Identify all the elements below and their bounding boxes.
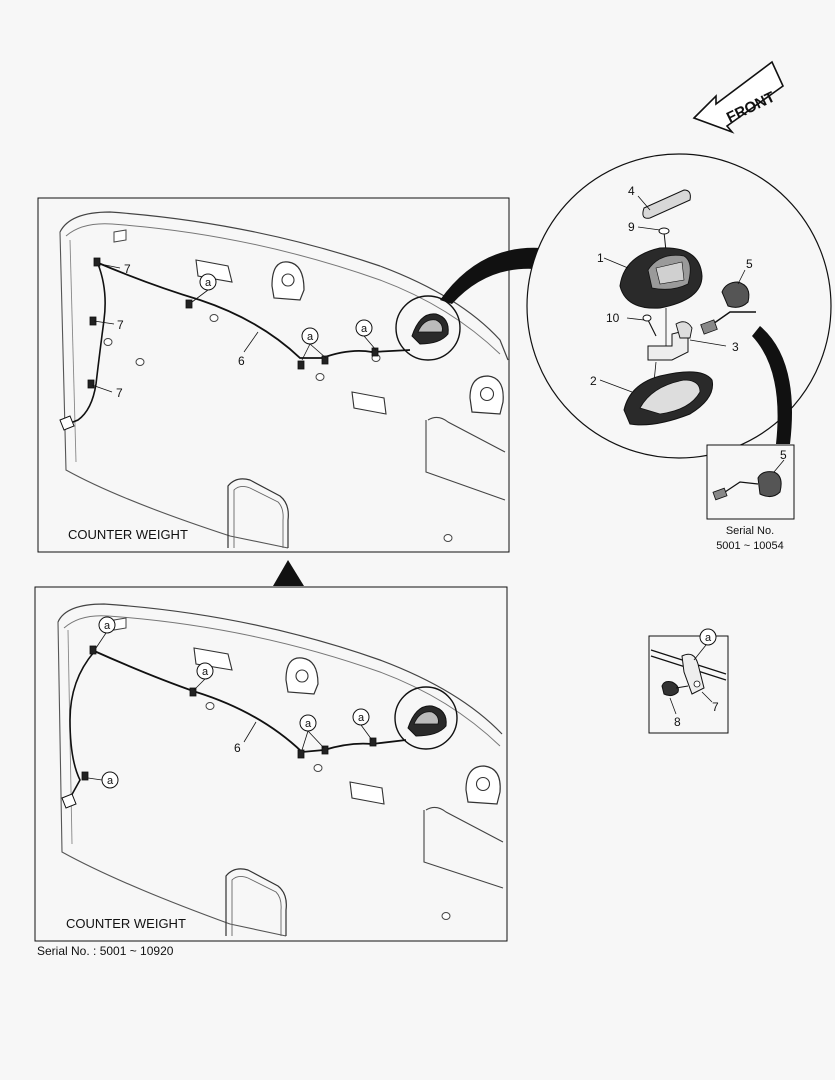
serial-inset-box: 5 — [706, 444, 795, 520]
upper-panel-title: COUNTER WEIGHT — [68, 527, 188, 542]
ref-a-lower-4: a — [352, 708, 370, 726]
lower-panel-title: COUNTER WEIGHT — [66, 916, 186, 931]
svg-text:a: a — [361, 323, 368, 335]
svg-text:a: a — [205, 277, 212, 289]
part-3-label: 3 — [732, 340, 739, 354]
callout-7-mid: 7 — [117, 318, 124, 332]
callout-7-top: 7 — [124, 262, 131, 276]
serial-inset-label: Serial No. — [725, 525, 775, 537]
clip-inset-ref-a: a — [705, 632, 712, 644]
ref-a-lower-3: a — [299, 714, 317, 732]
lower-panel-serial: Serial No. : 5001 ~ 10920 — [37, 944, 174, 958]
svg-text:a: a — [358, 712, 365, 724]
svg-text:a: a — [307, 331, 314, 343]
upper-panel — [37, 197, 510, 553]
ref-a-lower-2: a — [196, 662, 214, 680]
part-9-label: 9 — [628, 220, 635, 234]
ref-a-lower-1: a — [98, 616, 116, 634]
ref-a-lower-5: a — [101, 771, 119, 789]
clip-inset-clip-7: 7 — [712, 700, 719, 714]
callout-6-lower: 6 — [234, 741, 241, 755]
svg-text:a: a — [305, 718, 312, 730]
svg-text:a: a — [202, 666, 209, 678]
part-10-label: 10 — [606, 311, 620, 325]
serial-inset-range: 5001 ~ 10054 — [716, 540, 784, 552]
callout-6-upper: 6 — [238, 354, 245, 368]
detail-connector-upper — [440, 247, 546, 304]
serial-inset-caption: Serial No. 5001 ~ 10054 — [700, 524, 800, 554]
part-4-label: 4 — [628, 184, 635, 198]
clip-inset-box: a 8 7 — [648, 628, 729, 734]
clip-inset-bolt-8: 8 — [674, 715, 681, 729]
lower-panel — [34, 586, 508, 942]
svg-text:a: a — [107, 775, 114, 787]
part-1-label: 1 — [597, 251, 604, 265]
part-5-label: 5 — [746, 257, 753, 271]
callout-7-low: 7 — [116, 386, 123, 400]
part-2-label: 2 — [590, 374, 597, 388]
detail-connector-lower — [752, 326, 792, 444]
serial-inset-part-5: 5 — [780, 448, 787, 462]
detail-circle: 4 9 1 5 10 3 2 — [526, 153, 832, 459]
front-arrow: FRONT — [692, 60, 785, 134]
ref-a-circle-2: a — [301, 327, 319, 345]
svg-text:a: a — [104, 620, 111, 632]
ref-a-circle-3: a — [355, 319, 373, 337]
ref-a-circle-1: a — [199, 273, 217, 291]
version-arrow — [273, 560, 304, 586]
